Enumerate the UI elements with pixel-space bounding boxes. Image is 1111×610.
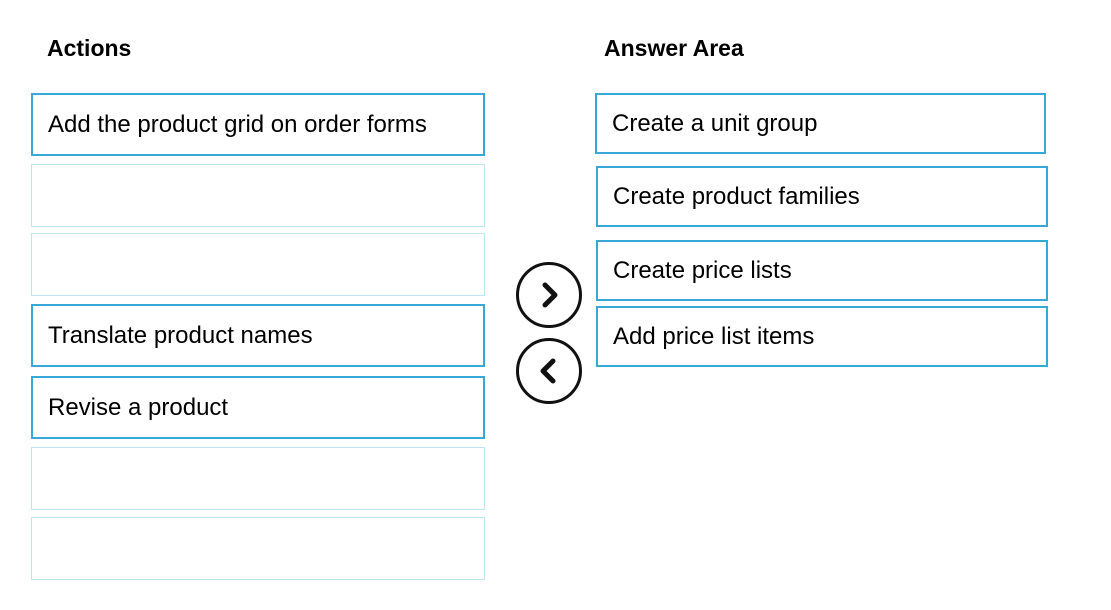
action-slot-empty[interactable] (31, 233, 485, 296)
move-left-button[interactable] (516, 338, 582, 404)
answer-item-add-price-list-items[interactable]: Add price list items (596, 306, 1048, 367)
action-item-add-product-grid[interactable]: Add the product grid on order forms (31, 93, 485, 156)
chevron-left-icon (540, 358, 556, 384)
action-slot-empty[interactable] (31, 447, 485, 510)
answer-item-create-unit-group[interactable]: Create a unit group (595, 93, 1046, 154)
action-item-revise-product[interactable]: Revise a product (31, 376, 485, 439)
move-right-button[interactable] (516, 262, 582, 328)
answer-area-heading: Answer Area (604, 35, 744, 61)
action-item-translate-product-names[interactable]: Translate product names (31, 304, 485, 367)
answer-item-create-product-families[interactable]: Create product families (596, 166, 1048, 227)
action-slot-empty[interactable] (31, 517, 485, 580)
answer-item-create-price-lists[interactable]: Create price lists (596, 240, 1048, 301)
chevron-right-icon (542, 282, 558, 308)
actions-heading: Actions (47, 35, 132, 61)
action-slot-empty[interactable] (31, 164, 485, 227)
